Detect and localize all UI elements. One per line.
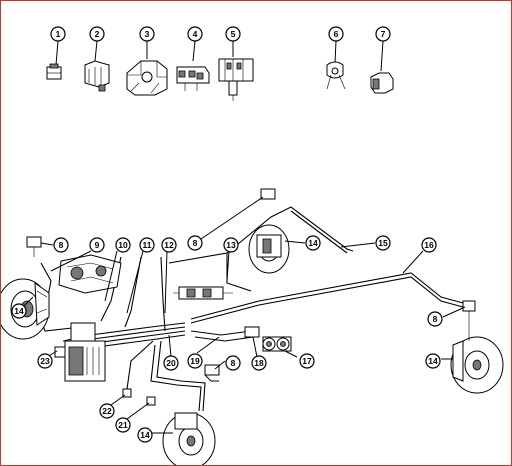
callout-14b: 14	[11, 303, 27, 319]
callout-label-7: 7	[381, 29, 386, 39]
abs-hydraulic-unit	[58, 254, 122, 382]
callout-label-8c: 8	[433, 314, 438, 324]
callout-label-1: 1	[56, 29, 61, 39]
callout-label-22: 22	[102, 406, 112, 416]
part-2-bracket	[84, 40, 110, 92]
callout-label-8a: 8	[59, 240, 64, 250]
fittings-21-22	[122, 388, 156, 406]
callout-label-8b: 8	[193, 238, 198, 248]
callout-5: 5	[225, 26, 241, 42]
callout-9: 9	[89, 237, 105, 253]
callout-label-10: 10	[118, 240, 128, 250]
callout-label-14c: 14	[428, 356, 438, 366]
callout-7: 7	[375, 26, 391, 42]
fitting-23	[54, 346, 66, 358]
bracket-8-upper-left	[26, 236, 42, 257]
callout-label-18: 18	[254, 358, 264, 368]
part-5-hose-fitting	[218, 41, 254, 101]
part-1-clip	[46, 40, 62, 80]
callout-15: 15	[375, 235, 391, 251]
callout-label-20: 20	[166, 358, 176, 368]
proportioning-valve	[173, 286, 233, 300]
callout-label-6: 6	[334, 29, 339, 39]
callout-20: 20	[163, 355, 179, 371]
callout-label-4: 4	[193, 29, 198, 39]
callout-2: 2	[89, 26, 105, 42]
part-7-nut	[370, 40, 394, 94]
callout-label-2: 2	[95, 29, 100, 39]
callout-label-9: 9	[95, 240, 100, 250]
callout-14c: 14	[425, 353, 441, 369]
callout-label-11: 11	[143, 240, 152, 250]
fitting-18-17	[244, 326, 292, 352]
callout-22: 22	[99, 403, 115, 419]
callout-19: 19	[187, 353, 203, 369]
callout-label-15: 15	[378, 238, 388, 248]
callout-label-16: 16	[424, 240, 434, 250]
callout-label-13: 13	[226, 240, 236, 250]
callout-23: 23	[37, 353, 53, 369]
callout-14a: 14	[305, 235, 321, 251]
callout-16: 16	[421, 237, 437, 253]
callout-11: 11	[139, 237, 155, 253]
callout-label-14d: 14	[140, 430, 150, 440]
callout-label-19: 19	[190, 356, 200, 366]
part-3-retainer	[126, 41, 168, 96]
callout-label-14b: 14	[14, 306, 24, 316]
callout-label-23: 23	[40, 356, 50, 366]
right-front-rotor	[248, 188, 290, 274]
callout-label-12: 12	[164, 240, 174, 250]
callout-label-21: 21	[118, 420, 128, 430]
callout-18: 18	[251, 355, 267, 371]
callout-8b: 8	[187, 235, 203, 251]
left-rear-rotor	[162, 412, 216, 465]
callout-label-17: 17	[302, 356, 312, 366]
callout-14d: 14	[137, 427, 153, 443]
callout-8a: 8	[53, 237, 69, 253]
callout-12: 12	[161, 237, 177, 253]
callout-label-14a: 14	[308, 238, 318, 248]
right-rear-rotor	[450, 300, 504, 394]
callout-21: 21	[115, 417, 131, 433]
callout-10: 10	[115, 237, 131, 253]
part-4-junction-block	[176, 40, 210, 91]
callout-4: 4	[187, 26, 203, 42]
bracket-8-lower	[204, 364, 220, 382]
callout-3: 3	[139, 26, 155, 42]
leader-lines	[22, 196, 466, 434]
callout-label-3: 3	[145, 29, 150, 39]
callout-label-5: 5	[231, 29, 236, 39]
callout-13: 13	[223, 237, 239, 253]
callout-8c: 8	[427, 311, 443, 327]
callout-1: 1	[50, 26, 66, 42]
callout-6: 6	[328, 26, 344, 42]
callout-17: 17	[299, 353, 315, 369]
callout-8d: 8	[225, 355, 241, 371]
part-6-clamp	[326, 40, 346, 90]
callout-label-8d: 8	[231, 358, 236, 368]
